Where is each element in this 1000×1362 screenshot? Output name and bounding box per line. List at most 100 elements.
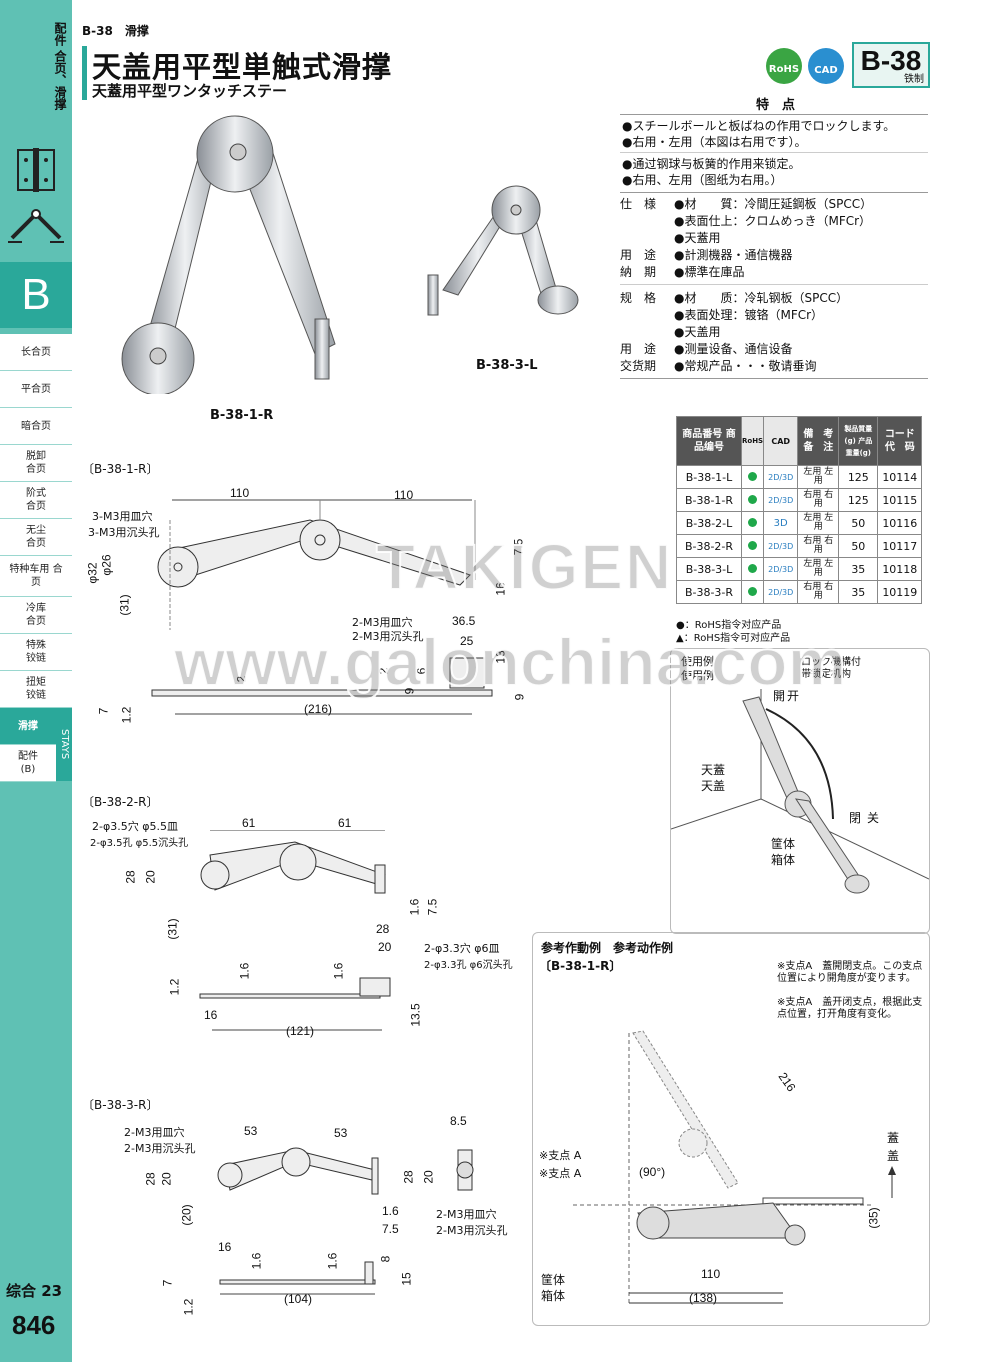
reference-note-cn: ※支点A 盖开闭支点，根据此支点位置，打开角度有变化。: [777, 997, 923, 1020]
sidebar-item-long-hinge[interactable]: 长合页: [0, 334, 72, 371]
box-label-cn: 箱体: [771, 853, 796, 867]
d3-dim: 28: [143, 1172, 158, 1186]
stays-tab: STAYS: [56, 708, 72, 781]
breadcrumb: B-38 滑撑: [82, 24, 149, 38]
spec-value: ●天蓋用: [674, 231, 721, 245]
drawing-b38-1-r: [151, 499, 493, 715]
sidebar-item-lift-off-hinge[interactable]: 脱卸 合页: [0, 445, 72, 482]
d3-dim: 15: [399, 1272, 414, 1286]
cell-note: 右用 右用: [797, 488, 840, 512]
d1-dim: 2: [376, 667, 391, 675]
d3-hole-cn: 2-M3用沉头孔: [124, 1142, 196, 1155]
rohs-dot: [748, 471, 758, 481]
spec-key: 用 途: [620, 342, 657, 356]
d1-dim: 25: [460, 634, 474, 648]
d1-dim: φ26: [99, 554, 114, 576]
sidebar-item-accessories[interactable]: 配件 (B): [0, 745, 56, 782]
col-note: 備 考 备 注: [797, 416, 840, 466]
ref-box-jp: 筐体: [541, 1273, 566, 1287]
spec-value: ●天盖用: [674, 325, 721, 339]
drawing-title-1: 〔B-38-1-R〕: [82, 462, 159, 476]
d1-hole2-cn: 2-M3用沉头孔: [352, 630, 424, 643]
d2-dim: 1.2: [167, 978, 182, 996]
catalog-label: 综合 23: [6, 1282, 63, 1300]
spec-key: 交货期: [620, 359, 657, 373]
title-accent-bar: [82, 46, 87, 100]
d3-dim: 53: [334, 1126, 348, 1140]
d3-hole-jp: 2-M3用皿穴: [124, 1126, 185, 1139]
d3-dim: 1.6: [382, 1204, 399, 1218]
sidebar-footer: 综合 23 846: [0, 1270, 72, 1362]
d1-dim: (216): [304, 702, 333, 716]
col-code: コード 代 码: [877, 416, 923, 466]
spec-value: ●表面仕上：クロムめっき（MFCr）: [674, 214, 872, 228]
reference-model: 〔B-38-1-R〕: [539, 959, 622, 973]
d3-dim: 20: [421, 1170, 436, 1184]
page-title: 天盖用平型単触式滑撑: [92, 50, 393, 84]
spec-key: 规 格: [620, 291, 657, 305]
spec-key: 用 途: [620, 248, 657, 262]
d2-dim: 20: [143, 870, 158, 884]
pivot-label-jp: ※支点 A: [539, 1149, 582, 1162]
sidebar-item-concealed-hinge[interactable]: 暗合页: [0, 408, 72, 445]
cell-weight: 35: [838, 580, 879, 604]
lid-label-cn: 天盖: [701, 779, 726, 793]
lock-label-jp: ロック機構付: [801, 657, 861, 668]
d1-dim: 6: [414, 667, 429, 675]
cell-part: B-38-1-L: [676, 465, 742, 489]
sidebar-item-torque-hinge[interactable]: 扭矩 铰链: [0, 671, 72, 708]
photo-label-small: B-38-3-L: [476, 358, 538, 373]
sidebar-item-vehicle-hinge[interactable]: 特种车用 合页: [0, 556, 72, 597]
reference-box: 参考作動例 参考动作例 〔B-38-1-R〕 ※支点A 蓋開閉支点。この支点位置…: [532, 932, 930, 1326]
d2-dim: 16: [204, 1008, 218, 1022]
rohs-dot: [748, 517, 758, 527]
d2-dim: 61: [242, 816, 256, 830]
d2-dim: 1.6: [331, 962, 346, 980]
d2-dim: 7.5: [425, 898, 440, 916]
drawing-b38-3-r: [217, 1147, 474, 1295]
cell-cad: 2D/3D: [763, 488, 799, 512]
product-code: B-38: [860, 45, 922, 76]
sidebar-item-step-hinge[interactable]: 阶式 合页: [0, 482, 72, 519]
d1-dim: (31): [117, 594, 132, 616]
sidebar-item-flat-hinge[interactable]: 平合页: [0, 371, 72, 408]
reference-note-jp: ※支点A 蓋開閉支点。この支点位置により開角度が変ります。: [777, 961, 923, 984]
d3-dim: 8: [378, 1255, 393, 1263]
cell-code: 10118: [877, 557, 923, 581]
divider: [620, 192, 928, 193]
rohs-dot: [748, 494, 758, 504]
sidebar-item-cold-storage-hinge[interactable]: 冷库 合页: [0, 597, 72, 634]
d2-hole2-cn: 2-φ3.3孔 φ6沉头孔: [424, 960, 513, 971]
dim-138: (138): [689, 1291, 718, 1305]
d3-hole2-jp: 2-M3用皿穴: [436, 1208, 497, 1221]
spec-value: ●材 质：冷轧钢板（SPCC）: [674, 291, 849, 305]
cell-cad: 3D: [763, 511, 799, 535]
cell-code: 10114: [877, 465, 923, 489]
d1-hole2-jp: 2-M3用皿穴: [352, 616, 413, 629]
box-label-jp: 筐体: [771, 837, 796, 851]
cell-note: 左用 左用: [797, 511, 840, 535]
cell-note: 右用 右用: [797, 580, 840, 604]
cell-rohs: [740, 511, 765, 535]
d3-dim: 1.6: [249, 1252, 264, 1270]
spec-key: 仕 様: [620, 197, 657, 211]
d1-dim: 7: [96, 707, 111, 715]
cell-rohs: [740, 580, 765, 604]
cell-cad: 2D/3D: [763, 557, 799, 581]
cell-code: 10116: [877, 511, 923, 535]
product-code-box: B-38 铁制: [852, 42, 930, 88]
cell-weight: 125: [838, 488, 879, 512]
sidebar-item-dustproof-hinge[interactable]: 无尘 合页: [0, 519, 72, 556]
reference-diagram: [573, 1030, 896, 1304]
d2-dim: 1.6: [407, 898, 422, 916]
feature-cn-2: ●右用、左用（图纸为右用。）: [622, 173, 783, 187]
cell-rohs: [740, 488, 765, 512]
sidebar-category: 配件 合页、滑撑: [53, 22, 67, 111]
sidebar-item-special-hinge[interactable]: 特殊 铰链: [0, 634, 72, 671]
d2-hole-cn: 2-φ3.5孔 φ5.5沉头孔: [90, 838, 189, 849]
spec-value: ●测量设备、通信设备: [674, 342, 793, 356]
drawing-b38-2-r: [199, 830, 391, 1031]
sidebar-item-stays[interactable]: 滑撑: [0, 708, 56, 745]
